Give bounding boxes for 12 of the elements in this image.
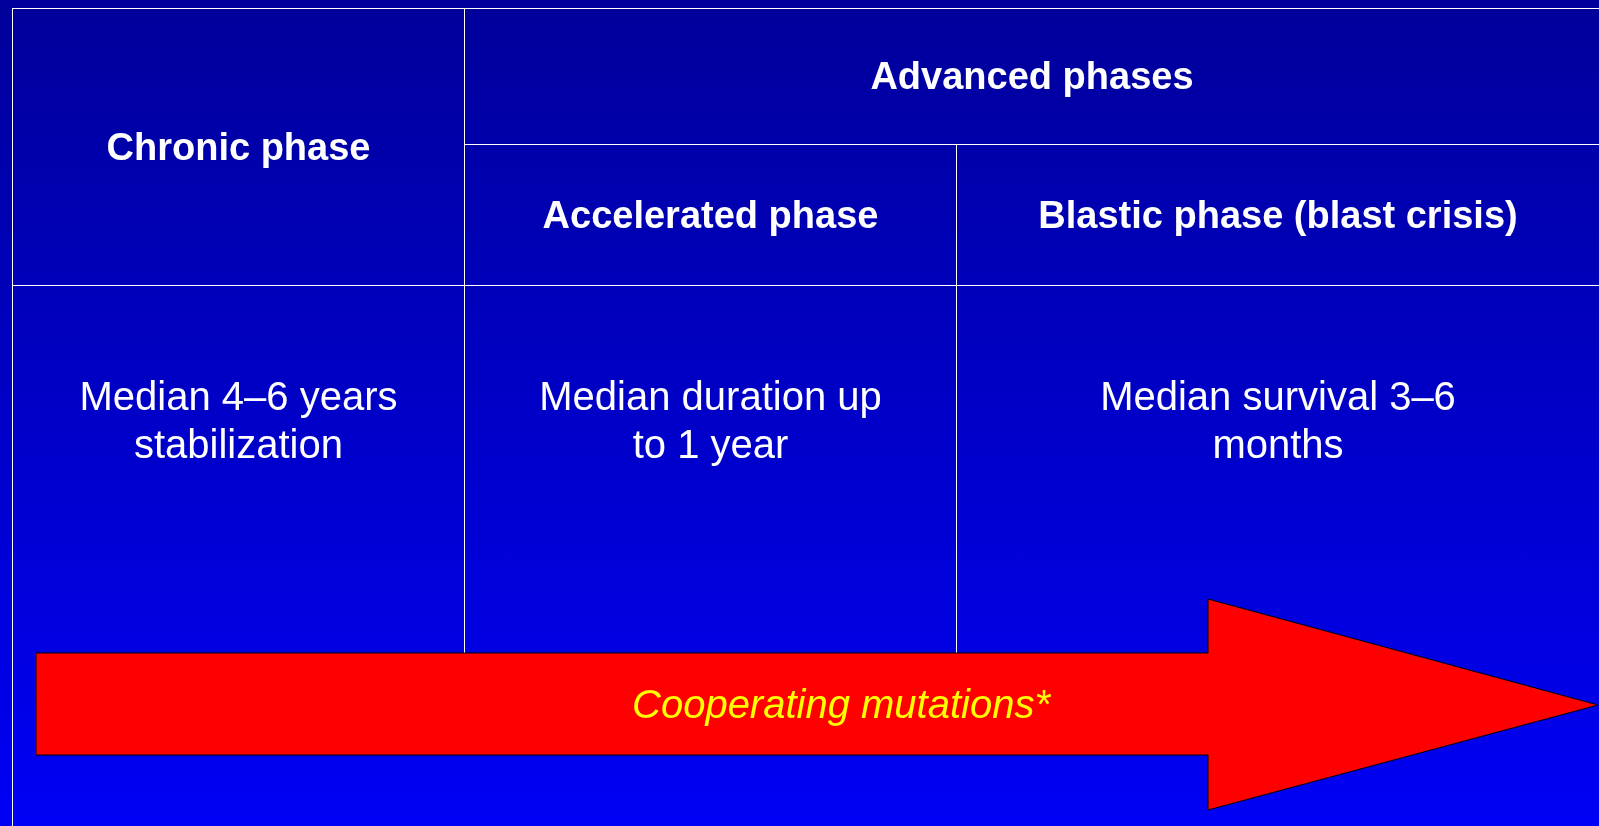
table-cell (464, 145, 956, 286)
arrow-label: Cooperating mutations* (632, 682, 1051, 727)
column-heading: Blastic phase (blast crisis) (1038, 193, 1518, 237)
cell-text: Median survival 3–6 months (1099, 373, 1457, 468)
table-cell (956, 145, 1599, 286)
table-cell (464, 8, 1599, 145)
column-heading: Accelerated phase (542, 193, 879, 237)
cell-text: Median duration up to 1 year (538, 373, 883, 468)
column-heading: Chronic phase (106, 125, 371, 169)
cell-text: Median 4–6 years stabilization (78, 373, 399, 468)
table-cell (12, 8, 464, 286)
column-heading: Advanced phases (870, 55, 1194, 98)
